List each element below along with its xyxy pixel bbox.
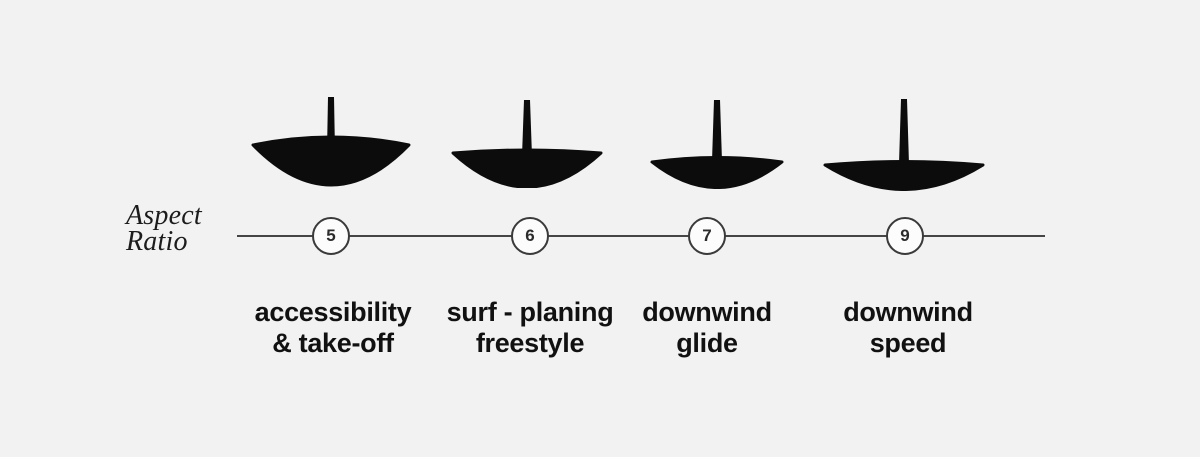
aspect-ratio-node-7: 7 <box>688 217 726 255</box>
caption-line2: & take-off <box>272 328 394 358</box>
aspect-ratio-value: 9 <box>900 226 910 245</box>
foil-mast-icon <box>522 100 532 156</box>
foil-caption-downwind-glide: downwind glide <box>577 297 837 359</box>
caption-line2: freestyle <box>475 328 585 358</box>
foil-caption-surf-freestyle: surf - planing freestyle <box>400 297 660 359</box>
foil-silhouette-ar7 <box>650 100 784 189</box>
caption-line2: glide <box>676 328 738 358</box>
axis-line <box>237 235 1045 237</box>
foil-wing-icon <box>823 160 985 191</box>
caption-line2: speed <box>869 328 947 358</box>
foil-caption-downwind-speed: downwind speed <box>778 297 1038 359</box>
foil-wing-icon <box>451 148 603 188</box>
foil-silhouette-ar6 <box>451 100 603 188</box>
foil-mast-icon <box>899 99 909 164</box>
caption-line1: surf - planing <box>446 297 614 327</box>
foil-wing-icon <box>650 156 784 189</box>
axis-title: Aspect Ratio <box>126 200 202 257</box>
aspect-ratio-node-5: 5 <box>312 217 350 255</box>
foil-mast-icon <box>712 100 722 161</box>
foil-wing-icon <box>251 135 411 187</box>
aspect-ratio-value: 7 <box>702 226 712 245</box>
caption-line1: accessibility <box>254 297 412 327</box>
foil-silhouette-ar9 <box>823 99 985 191</box>
aspect-ratio-value: 5 <box>326 226 336 245</box>
axis-title-line1: Aspect <box>126 200 202 231</box>
foil-silhouette-ar5 <box>251 97 411 187</box>
caption-line1: downwind <box>843 297 973 327</box>
caption-line1: downwind <box>642 297 772 327</box>
aspect-ratio-node-9: 9 <box>886 217 924 255</box>
aspect-ratio-node-6: 6 <box>511 217 549 255</box>
aspect-ratio-value: 6 <box>525 226 535 245</box>
axis-title-line2: Ratio <box>126 226 188 257</box>
foil-caption-accessibility: accessibility & take-off <box>203 297 463 359</box>
